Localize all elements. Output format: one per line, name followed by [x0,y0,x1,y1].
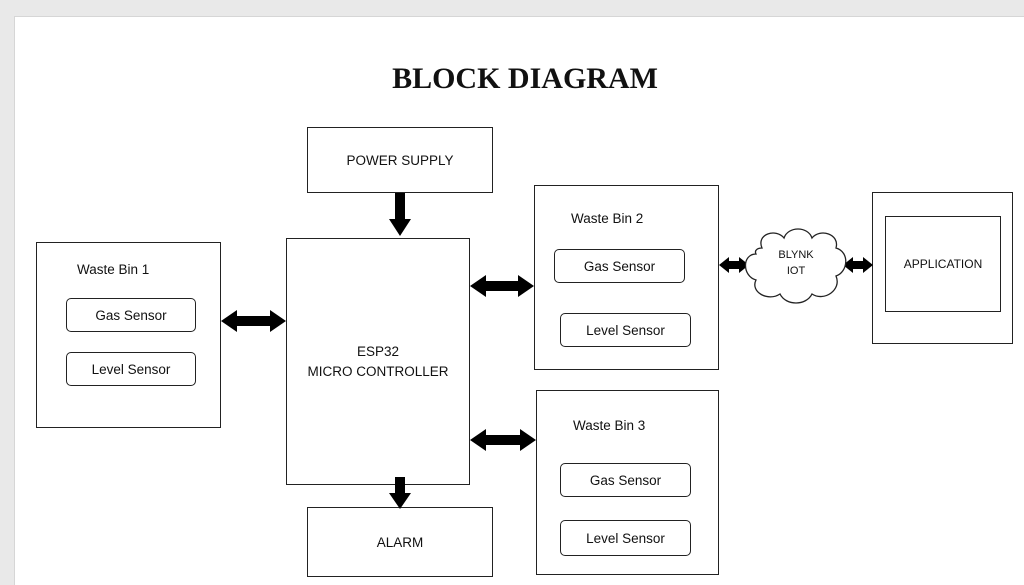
diagram-title: BLOCK DIAGRAM [392,62,658,95]
waste-bin-2-block: Waste Bin 2 Gas Sensor Level Sensor [534,185,719,370]
waste-bin-3-label: Waste Bin 3 [573,418,646,433]
cloud-label-line1: BLYNK [778,249,814,261]
microcontroller-name: ESP32 [356,343,399,359]
alarm-label: ALARM [376,534,424,550]
application-label: APPLICATION [903,257,983,271]
waste-bin-2-level-sensor: Level Sensor [560,313,691,347]
waste-bin-3-gas-sensor: Gas Sensor [560,463,691,497]
bin1-bidirectional-arrow [221,310,286,332]
cloud-label-line2: IOT [786,265,806,277]
cloud-icon [744,228,847,304]
waste-bin-1-block: Waste Bin 1 Gas Sensor Level Sensor [36,242,221,428]
power-arrow [389,193,411,236]
application-outer-block: APPLICATION [872,192,1013,344]
waste-bin-1-level-sensor: Level Sensor [66,352,196,386]
alarm-arrow [389,477,411,509]
waste-bin-1-gas-sensor: Gas Sensor [66,298,196,332]
cloud-bidirectional-arrow [719,257,749,273]
waste-bin-2-gas-sensor: Gas Sensor [554,249,685,283]
bin2-bidirectional-arrow [470,275,534,297]
application-bidirectional-arrow [843,257,873,273]
application-block: APPLICATION [885,216,1001,312]
microcontroller-label: MICRO CONTROLLER [307,363,449,379]
power-supply-label: POWER SUPPLY [346,152,454,168]
microcontroller-block: ESP32 MICRO CONTROLLER [286,238,470,485]
power-supply-block: POWER SUPPLY [307,127,493,193]
waste-bin-1-label: Waste Bin 1 [77,262,150,277]
waste-bin-3-block: Waste Bin 3 Gas Sensor Level Sensor [536,390,719,575]
bin3-bidirectional-arrow [470,429,536,451]
waste-bin-2-label: Waste Bin 2 [571,211,644,226]
waste-bin-3-level-sensor: Level Sensor [560,520,691,556]
alarm-block: ALARM [307,507,493,577]
cloud-label: BLYNK IOT [766,247,826,279]
